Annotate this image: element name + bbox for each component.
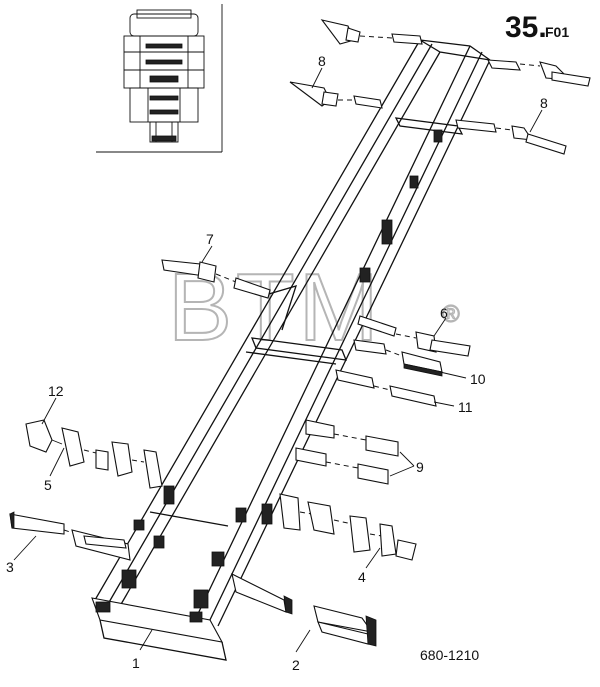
leader-lines [13,67,543,653]
callout-5: 5 [44,477,52,493]
reference-suffix: F01 [545,24,569,40]
part-4-assembly [279,493,417,561]
part-5-12-assembly [25,419,163,489]
locator-inset [96,4,223,153]
callout-6: 6 [440,305,448,321]
frame-assembly [91,39,491,661]
reference-main: 35. [505,11,547,44]
callout-2: 2 [292,657,300,673]
callout-8-right: 8 [540,95,548,111]
callout-12: 12 [48,383,64,399]
callout-10: 10 [470,371,486,387]
part-10-11-plates [335,339,443,407]
reference-number: 35. F01 [505,11,569,44]
drawing-code: 680-1210 [420,647,479,663]
vehicle-plan-view [123,9,205,143]
part-8-upper-brackets [289,19,591,155]
callout-3: 3 [6,559,14,575]
callout-4: 4 [358,569,366,585]
part-9-tubes [295,419,415,485]
watermark-registered: ® [442,301,460,328]
callout-11: 11 [458,399,473,415]
callout-7: 7 [206,231,214,247]
callouts: 1 2 3 4 5 6 7 8 8 9 10 11 12 [6,53,548,673]
part-6-bracket [357,315,471,357]
part-7-bracket [161,259,271,299]
part-3-bracket [9,511,131,561]
callout-9: 9 [416,459,424,475]
callout-8-left: 8 [318,53,326,69]
callout-1: 1 [132,655,140,671]
part-2-bracket [231,572,377,647]
